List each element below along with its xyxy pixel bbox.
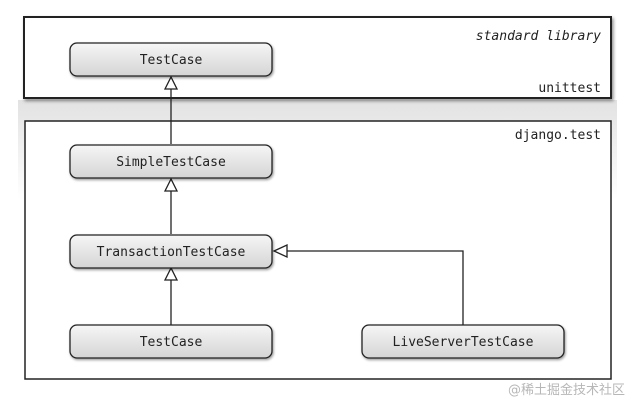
class-unittest-testcase: TestCase <box>69 42 273 77</box>
class-label-liveserver-testcase: LiveServerTestCase <box>393 335 534 350</box>
edge-liveserver-to-transaction <box>286 250 464 325</box>
class-django-testcase: TestCase <box>69 324 273 359</box>
class-label-transaction-testcase: TransactionTestCase <box>97 245 246 260</box>
class-label-simple-testcase: SimpleTestCase <box>116 155 226 170</box>
class-liveserver-testcase: LiveServerTestCase <box>361 324 565 359</box>
watermark: @稀土掘金技术社区 <box>507 383 625 398</box>
inheritance-edges <box>170 88 464 325</box>
arrowhead-to-unittest-testcase <box>163 75 179 90</box>
inheritance-arrowheads <box>163 75 288 281</box>
package-note-standard-library: standard library <box>476 29 601 44</box>
package-label-django-test: django.test <box>515 128 601 143</box>
arrowhead-to-transaction-testcase-bottom <box>163 266 179 281</box>
class-simple-testcase: SimpleTestCase <box>69 144 273 179</box>
arrowhead-to-simple-testcase <box>163 177 179 192</box>
class-label-django-testcase: TestCase <box>140 335 203 350</box>
class-label-unittest-testcase: TestCase <box>140 53 203 68</box>
package-label-unittest: unittest <box>538 81 601 96</box>
arrowhead-to-transaction-testcase-side <box>272 243 288 259</box>
class-transaction-testcase: TransactionTestCase <box>69 234 273 269</box>
